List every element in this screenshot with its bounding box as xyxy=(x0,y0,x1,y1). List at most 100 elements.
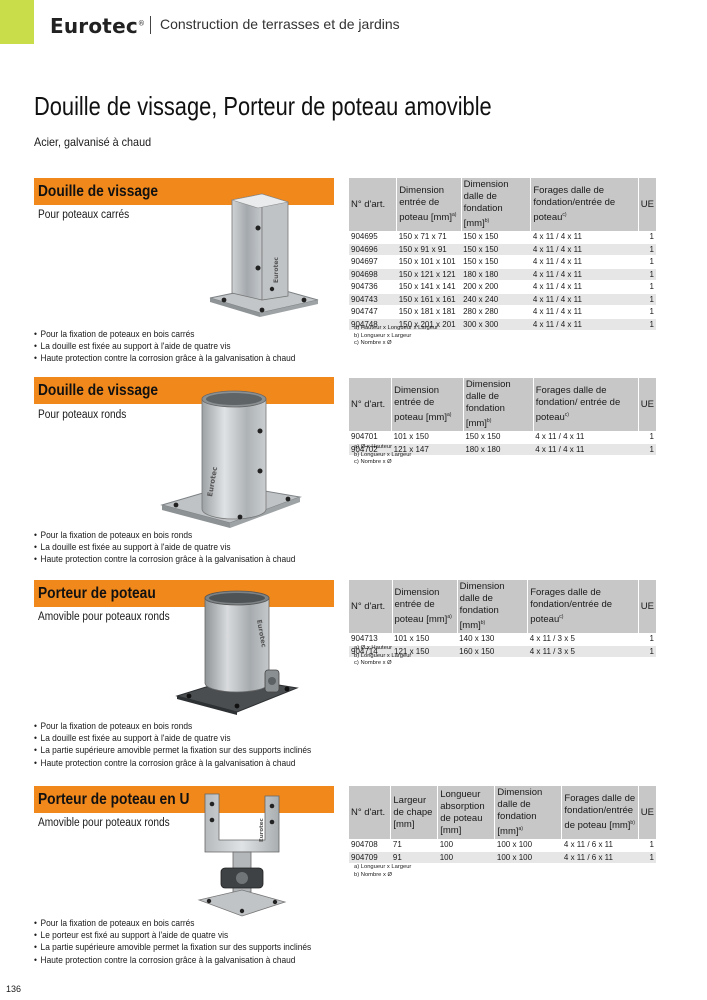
table-header: Forages dalle de fondation/entrée de pot… xyxy=(527,580,639,634)
list-item: La douille est fixée au support à l'aide… xyxy=(34,340,295,352)
list-item: Pour la fixation de poteaux en bois rond… xyxy=(34,720,311,732)
table-header: UE xyxy=(637,178,656,232)
table-cell: 101 x 150 xyxy=(392,633,458,646)
table-cell: 904695 xyxy=(349,231,397,244)
feature-list-1: Pour la fixation de poteaux en bois carr… xyxy=(34,328,296,365)
table-cell: 150 x 150 xyxy=(461,255,531,269)
table-cell: 4 x 11 / 4 x 11 xyxy=(533,443,639,457)
table-header: Dimension entrée de poteau [mm]a) xyxy=(391,378,464,432)
table-cell: 904713 xyxy=(349,633,393,646)
table-cell: 150 x 150 xyxy=(461,243,531,257)
table-cell: 904696 xyxy=(349,243,397,257)
list-item: La douille est fixée au support à l'aide… xyxy=(34,732,311,744)
table-cell: 4 x 11 / 4 x 11 xyxy=(530,293,639,307)
spec-table-3: N° d'art. Dimension entrée de poteau [mm… xyxy=(349,580,656,659)
table-header: Dimension entrée de poteau [mm]a) xyxy=(396,178,462,232)
table-cell: 4 x 11 / 4 x 11 xyxy=(533,431,639,444)
table-cell: 904697 xyxy=(349,255,397,269)
table-cell: 1 xyxy=(638,443,656,457)
table-header: Dimension dalle de fondation [mm]b) xyxy=(456,580,528,634)
section-subtitle-3: Amovible pour poteaux ronds xyxy=(38,611,170,623)
spec-table-1: N° d'art. Dimension entrée de poteau [mm… xyxy=(349,178,656,332)
table-header: Dimension entrée de poteau [mm]a) xyxy=(391,580,458,634)
table-cell: 904701 xyxy=(349,431,392,444)
feature-list-2: Pour la fixation de poteaux en bois rond… xyxy=(34,529,296,566)
brand-logo: Eurotec® xyxy=(50,14,146,38)
table-cell: 100 xyxy=(437,839,495,852)
table-cell: 1 xyxy=(638,293,656,307)
section-bar-2 xyxy=(34,377,334,404)
table-cell: 150 x 201 x 201 xyxy=(396,318,462,332)
list-item: Pour la fixation de poteaux en bois carr… xyxy=(34,328,295,340)
list-item: La douille est fixée au support à l'aide… xyxy=(34,541,295,553)
table-cell: 1 xyxy=(638,851,656,865)
table-cell: 121 x 147 xyxy=(391,443,464,457)
table-cell: 4 x 11 / 4 x 11 xyxy=(530,280,639,294)
table-header: UE xyxy=(637,786,656,840)
table-cell: 71 xyxy=(390,839,438,852)
removable-post-support-image: Eurotec xyxy=(175,590,299,715)
section-title-2: Douille de vissage xyxy=(38,382,159,399)
spec-table-4: N° d'art. Largeur de chape [mm] Longueur… xyxy=(349,786,656,865)
header-section-label: Construction de terrasses et de jardins xyxy=(160,16,400,32)
table-cell: 101 x 150 xyxy=(391,431,464,444)
table-cell: 1 xyxy=(638,255,656,269)
table-cell: 904698 xyxy=(349,268,397,282)
table-cell: 1 xyxy=(638,231,656,244)
table-cell: 4 x 11 / 4 x 11 xyxy=(530,268,639,282)
list-item: Haute protection contre la corrosion grâ… xyxy=(34,757,311,769)
table-header: N° d'art. xyxy=(349,378,392,432)
table-cell: 904714 xyxy=(349,645,393,659)
table-cell: 1 xyxy=(638,839,656,852)
table-cell: 904708 xyxy=(349,839,391,852)
table-cell: 100 x 100 xyxy=(494,851,562,865)
table-cell: 91 xyxy=(390,851,438,865)
list-item: Pour la fixation de poteaux en bois rond… xyxy=(34,529,295,541)
table-cell: 1 xyxy=(638,645,656,659)
table-header: Dimension dalle de fondation [mm]b) xyxy=(462,378,534,432)
round-post-base-image: Eurotec xyxy=(160,390,302,528)
feature-list-3: Pour la fixation de poteaux en bois rond… xyxy=(34,720,312,769)
table-cell: 4 x 11 / 3 x 5 xyxy=(527,645,639,659)
list-item: Le porteur est fixé au support à l'aide … xyxy=(34,929,311,941)
section-bar-3 xyxy=(34,580,334,607)
table-header: Forages dalle de fondation/ entrée de po… xyxy=(532,378,639,432)
product-stamp-4: Eurotec xyxy=(259,818,265,842)
table-cell: 4 x 11 / 4 x 11 xyxy=(530,231,639,244)
table-cell: 904748 xyxy=(349,318,397,332)
section-subtitle-1: Pour poteaux carrés xyxy=(38,209,130,221)
table-cell: 280 x 280 xyxy=(461,305,531,319)
table-cell: 1 xyxy=(638,280,656,294)
table-header: Largeur de chape [mm] xyxy=(390,786,438,840)
table-cell: 150 x 101 x 101 xyxy=(396,255,462,269)
table-header: UE xyxy=(637,378,656,432)
table-header: Dimension dalle de fondation [mm]a) xyxy=(494,786,562,840)
table-header: UE xyxy=(637,580,656,634)
section-title-4: Porteur de poteau en U xyxy=(38,791,190,808)
list-item: Haute protection contre la corrosion grâ… xyxy=(34,954,311,966)
table-cell: 160 x 150 xyxy=(457,645,528,659)
table-cell: 904702 xyxy=(349,443,392,457)
table-cell: 4 x 11 / 6 x 11 xyxy=(561,839,639,852)
feature-list-4: Pour la fixation de poteaux en bois carr… xyxy=(34,917,312,966)
section-subtitle-2: Pour poteaux ronds xyxy=(38,409,127,421)
table-cell: 904743 xyxy=(349,293,397,307)
u-post-support-image: Eurotec xyxy=(197,793,287,917)
page-subtitle: Acier, galvanisé à chaud xyxy=(34,135,152,149)
section-bar-4 xyxy=(34,786,334,813)
table-cell: 4 x 11 / 4 x 11 xyxy=(530,255,639,269)
table-header: Longueur absorption de poteau [mm] xyxy=(437,786,495,840)
table-header: Forages dalle de fondation/entrée de pot… xyxy=(530,178,639,232)
table-cell: 150 x 150 xyxy=(463,431,534,444)
product-stamp-1: Eurotec xyxy=(273,257,280,283)
table-cell: 150 x 91 x 91 xyxy=(396,243,462,257)
